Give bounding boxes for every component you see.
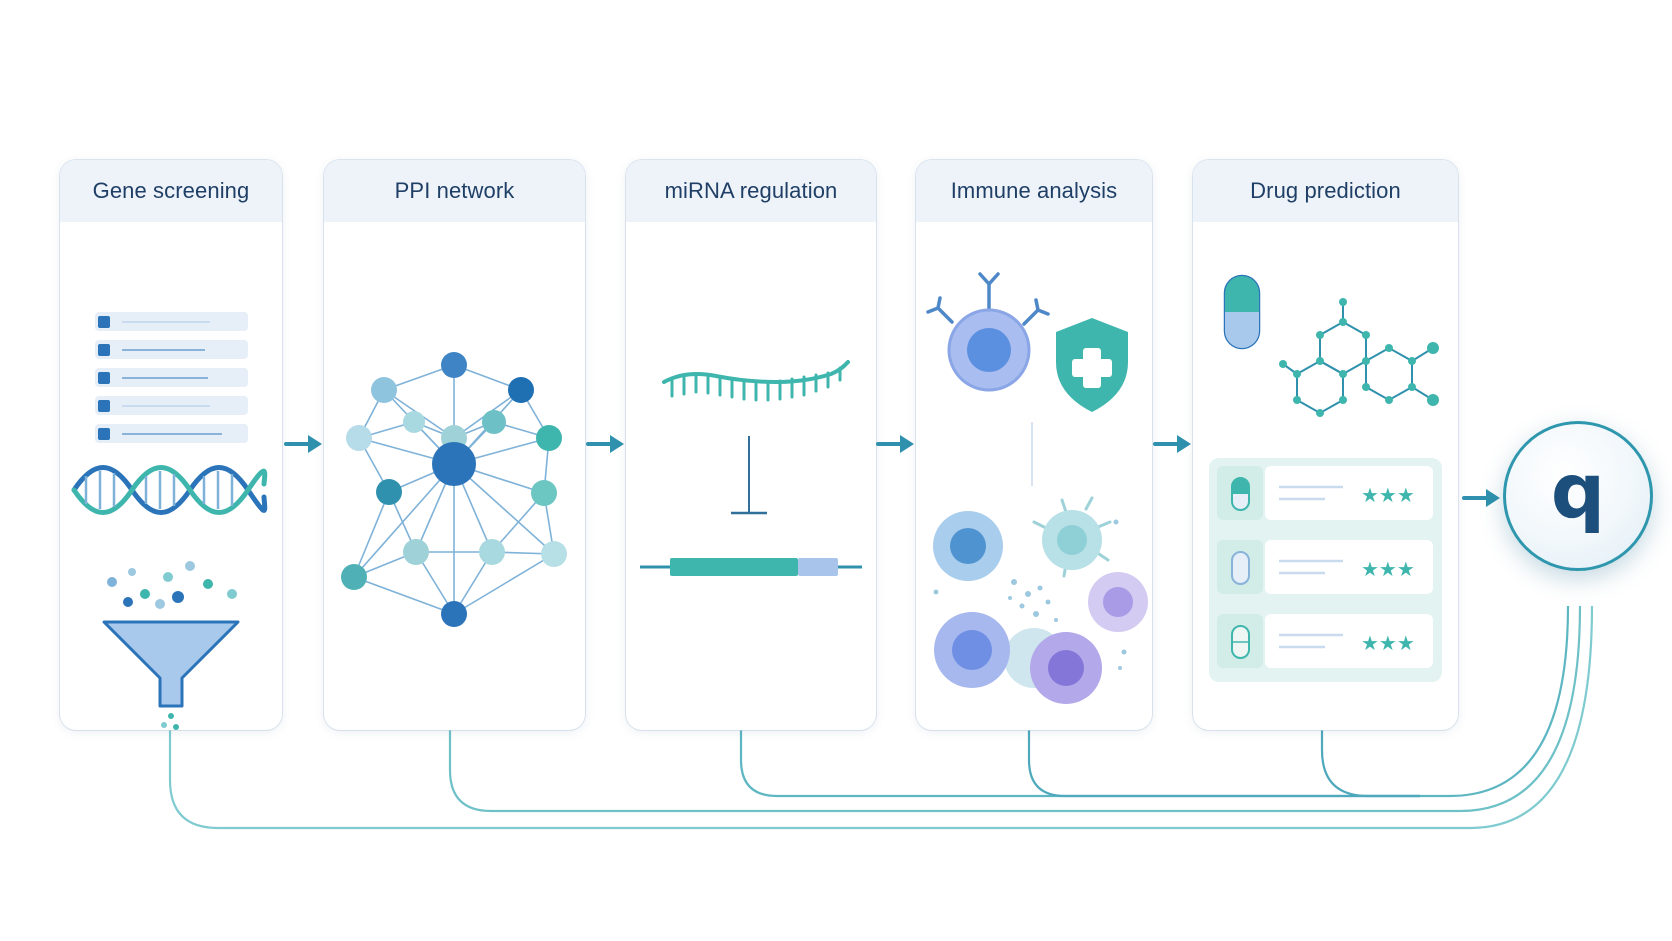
stage-title: miRNA regulation [626, 160, 876, 222]
capsule-icon [1223, 274, 1261, 350]
cell-cluster-icon [933, 496, 1148, 704]
stage-title: Drug prediction [1193, 160, 1458, 222]
svg-text:★★★: ★★★ [1361, 557, 1415, 581]
connector-gene [168, 605, 1594, 830]
inhibition-icon [731, 436, 767, 515]
arrow-icon [876, 435, 914, 453]
svg-text:★★★: ★★★ [1361, 631, 1415, 655]
arrow-icon [1153, 435, 1191, 453]
endpoint-circle-icon: q [1503, 421, 1653, 571]
shield-cross-icon [1056, 318, 1128, 412]
dna-helix-icon [71, 465, 268, 515]
connector-immune [1027, 730, 1420, 798]
arrow-icon [586, 435, 624, 453]
stage-title: Immune analysis [916, 160, 1152, 222]
connector-drug [1320, 730, 1420, 798]
endpoint-label: q [1550, 446, 1606, 535]
funnel-icon [102, 561, 240, 730]
connector-ppi [448, 605, 1582, 813]
arrow-icon [284, 435, 322, 453]
network-graph-icon [341, 352, 567, 627]
stage-immune-analysis: Immune analysis [916, 160, 1152, 730]
arrow-icon [1462, 489, 1500, 507]
stage-gene-screening: Gene screening [60, 160, 282, 730]
svg-text:★★★: ★★★ [1361, 483, 1415, 507]
stage-drug-prediction: Drug prediction [1193, 160, 1458, 730]
connector-mirna [739, 605, 1570, 798]
stage-ppi-network: PPI network [324, 160, 585, 730]
drug-ranking-icon: ★★★ ★★★ [1209, 458, 1442, 682]
stage-title: PPI network [324, 160, 585, 222]
mirna-strand-icon [662, 360, 850, 402]
mrna-target-icon [640, 558, 862, 576]
gene-list-icon [95, 312, 248, 443]
immune-cell-icon [926, 272, 1050, 392]
stage-mirna-regulation: miRNA regulation [626, 160, 876, 730]
stage-title: Gene screening [60, 160, 282, 222]
molecule-icon [1279, 298, 1439, 417]
